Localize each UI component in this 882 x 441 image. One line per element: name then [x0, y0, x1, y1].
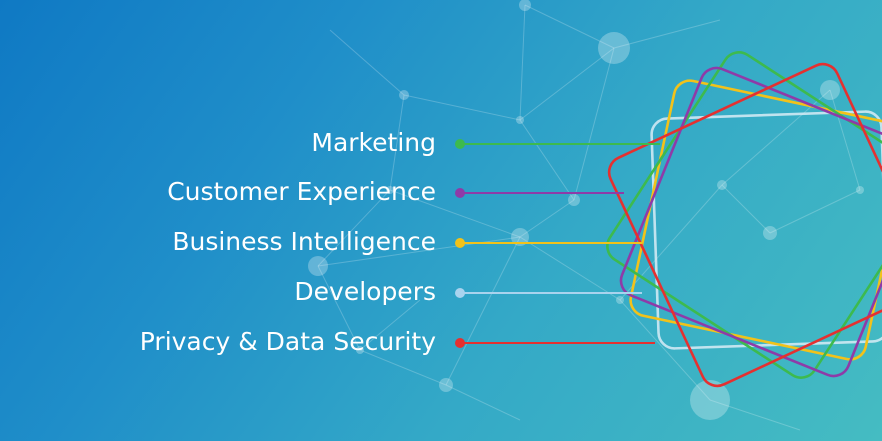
connector-dot-2 — [455, 188, 465, 198]
connector-dot-5 — [455, 338, 465, 348]
frame-yellow — [629, 79, 882, 361]
frame-light-blue — [650, 110, 882, 350]
network-lines — [317, 4, 861, 431]
label-business-intelligence: Business Intelligence — [172, 227, 436, 256]
connector-dots — [455, 139, 465, 348]
label-developers: Developers — [294, 277, 436, 306]
connector-dot-1 — [455, 139, 465, 149]
connector-dot-3 — [455, 238, 465, 248]
label-privacy-data-security: Privacy & Data Security — [139, 327, 436, 356]
frame-green — [606, 51, 882, 379]
frame-red — [607, 62, 882, 388]
label-marketing: Marketing — [311, 128, 436, 157]
connector-dot-4 — [455, 288, 465, 298]
network-nodes — [308, 0, 864, 420]
connectors — [460, 143, 660, 344]
rotated-frames — [606, 51, 882, 388]
frame-purple — [619, 66, 882, 378]
label-customer-experience: Customer Experience — [167, 177, 436, 206]
